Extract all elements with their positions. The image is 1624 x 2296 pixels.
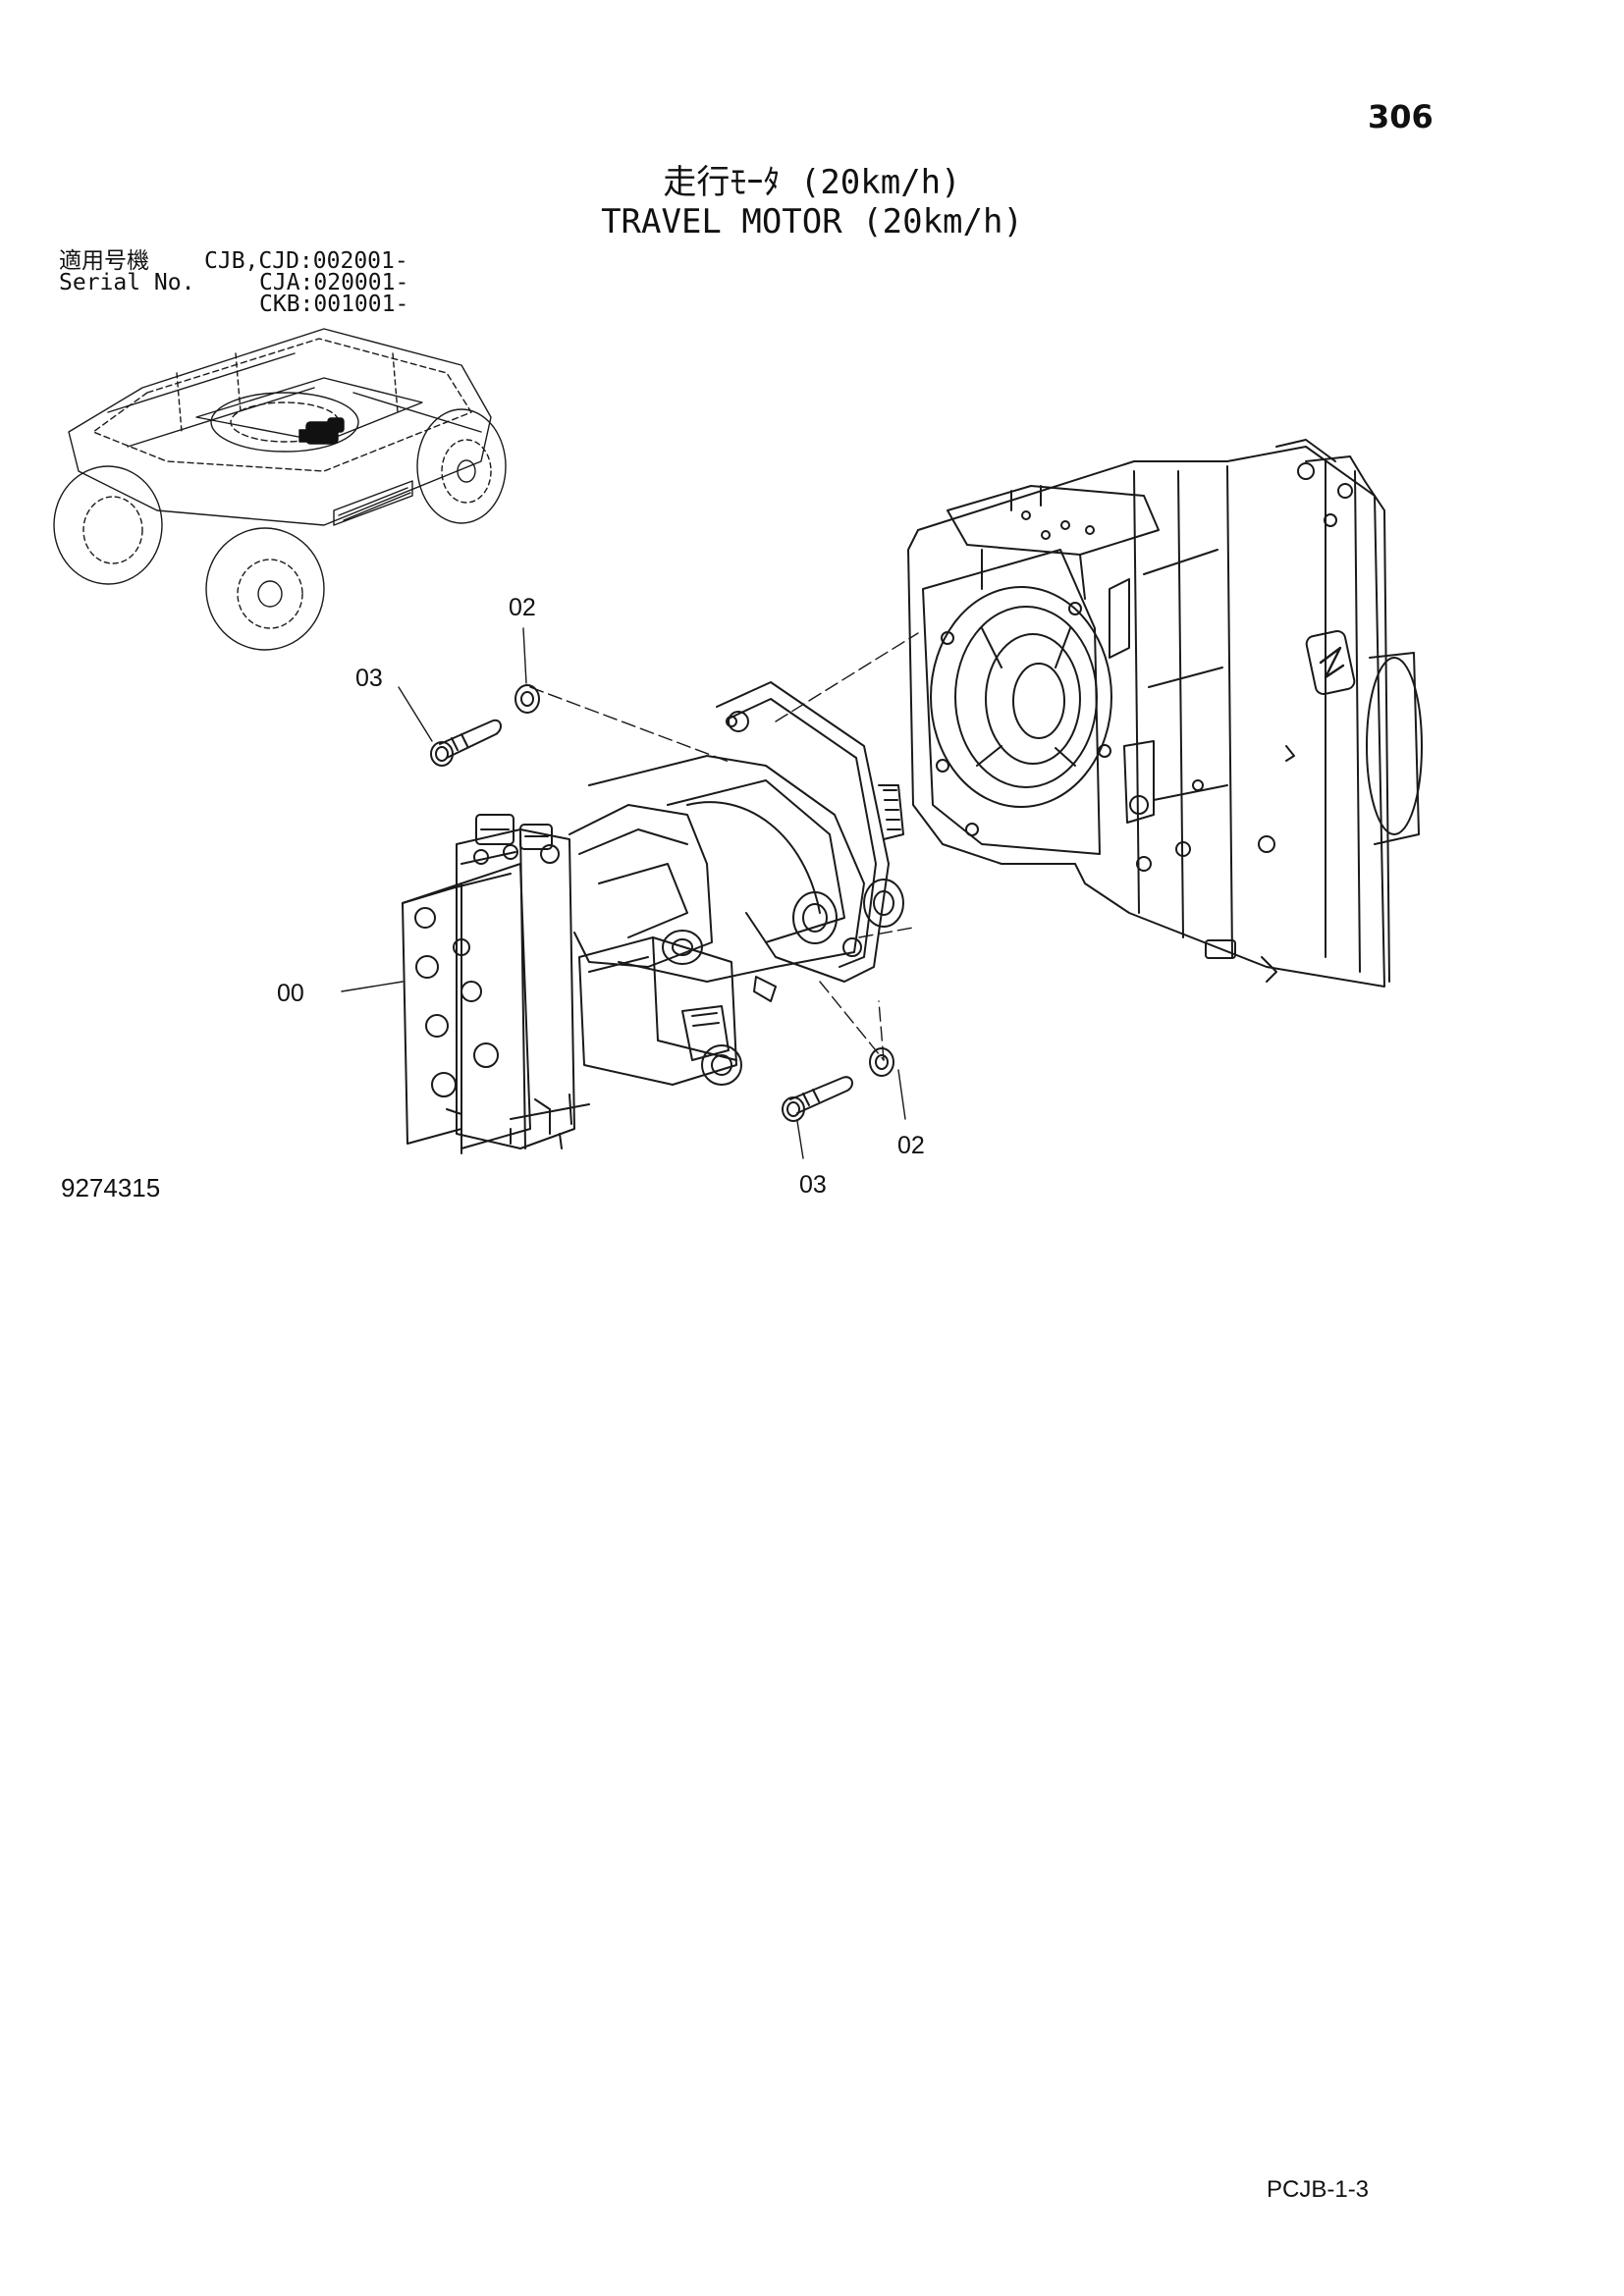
callout-03-top: 03 bbox=[355, 665, 383, 692]
travel-motor bbox=[402, 681, 904, 1154]
serial-row-2: Serial No. CJA:020001- bbox=[59, 272, 408, 294]
serial-value-3: CKB:001001- bbox=[259, 292, 409, 317]
callout-02-bottom: 02 bbox=[897, 1132, 925, 1159]
exploded-parts-drawing bbox=[53, 328, 1423, 1159]
drawing-number: 9274315 bbox=[61, 1173, 161, 1202]
bolt-and-washer-bottom bbox=[782, 1047, 894, 1122]
machine-location-thumbnail bbox=[53, 328, 507, 651]
page-number: 306 bbox=[1368, 98, 1434, 135]
transmission-housing bbox=[907, 439, 1423, 988]
callout-00: 00 bbox=[277, 980, 304, 1007]
serial-block: 適用号機 CJB,CJD:002001- Serial No. CJA:0200… bbox=[59, 248, 409, 317]
bolt-and-washer-top bbox=[430, 684, 540, 767]
callout-leaders bbox=[341, 627, 906, 1159]
assembly-lines bbox=[529, 632, 919, 1061]
callout-03-bottom: 03 bbox=[799, 1171, 827, 1199]
serial-label-ja: 適用号機 bbox=[59, 248, 149, 274]
serial-row-3: CKB:001001- bbox=[59, 292, 409, 317]
title-english: TRAVEL MOTOR (20km/h) bbox=[601, 202, 1023, 241]
serial-row-1: 適用号機 CJB,CJD:002001- bbox=[59, 248, 408, 274]
callout-02-top: 02 bbox=[509, 594, 536, 621]
serial-value-1: CJB,CJD:002001- bbox=[204, 248, 408, 274]
serial-value-2: CJA:020001- bbox=[259, 270, 409, 295]
serial-label-en: Serial No. bbox=[59, 270, 195, 295]
title-japanese: 走行ﾓｰﾀ (20km/h) bbox=[663, 163, 961, 202]
page-code: PCJB-1-3 bbox=[1267, 2176, 1370, 2203]
